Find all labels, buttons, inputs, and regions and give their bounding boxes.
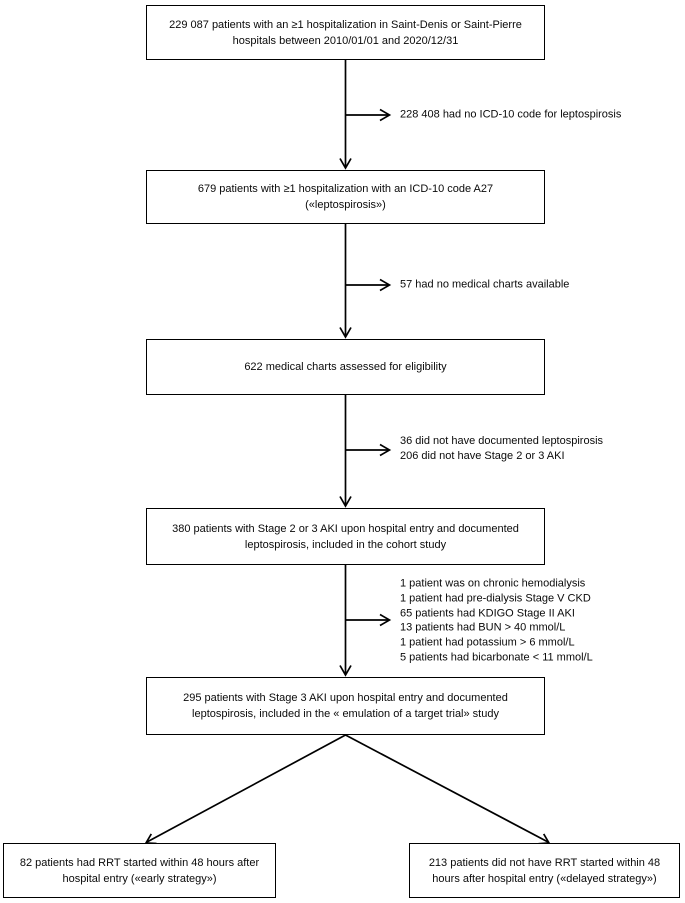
exclusion-line: 206 did not have Stage 2 or 3 AKI bbox=[400, 450, 565, 462]
exclusion-note-2: 57 had no medical charts available bbox=[400, 278, 569, 293]
flow-box-charts-assessed: 622 medical charts assessed for eligibil… bbox=[146, 339, 545, 395]
exclusion-note-4: 1 patient was on chronic hemodialysis 1 … bbox=[400, 577, 593, 666]
exclusion-line: 1 patient had pre-dialysis Stage V CKD bbox=[400, 592, 591, 605]
flow-box-text: 380 patients with Stage 2 or 3 AKI upon … bbox=[172, 522, 519, 551]
flow-box-text: 295 patients with Stage 3 AKI upon hospi… bbox=[183, 692, 508, 720]
split-arrow-early bbox=[144, 734, 346, 845]
exclusion-line: 57 had no medical charts available bbox=[400, 278, 570, 291]
flow-box-total-hospitalizations: 229 087 patients with an ≥1 hospitalizat… bbox=[146, 5, 545, 60]
exclusion-line: 13 patients had BUN > 40 mmol/L bbox=[400, 622, 566, 634]
arrow-box1-to-box2 bbox=[339, 60, 352, 170]
arrow-box4-to-box5 bbox=[339, 565, 352, 677]
flow-box-target-trial: 295 patients with Stage 3 AKI upon hospi… bbox=[146, 677, 545, 735]
flow-box-early-strategy: 82 patients had RRT started within 48 ho… bbox=[3, 843, 276, 898]
flow-box-text: 679 patients with ≥1 hospitalization wit… bbox=[197, 183, 494, 211]
exclusion-note-1: 228 408 had no ICD-10 code for leptospir… bbox=[400, 108, 621, 123]
flow-box-text: 622 medical charts assessed for eligibil… bbox=[244, 361, 447, 373]
exclusion-line: 1 patient was on chronic hemodialysis bbox=[400, 577, 586, 590]
arrow-box3-to-box4 bbox=[339, 395, 352, 508]
exclusion-line: 65 patients had KDIGO Stage II AKI bbox=[400, 607, 575, 620]
branch-arrow-exclusion-2 bbox=[345, 278, 392, 292]
exclusion-line: 228 408 had no ICD-10 code for leptospir… bbox=[400, 108, 622, 121]
exclusion-line: 1 patient had potassium > 6 mmol/L bbox=[400, 636, 575, 649]
flow-box-icd10-a27: 679 patients with ≥1 hospitalization wit… bbox=[146, 170, 545, 224]
exclusion-line: 36 did not have documented leptospirosis bbox=[400, 435, 604, 447]
exclusion-note-3: 36 did not have documented leptospirosis… bbox=[400, 434, 603, 464]
branch-arrow-exclusion-3 bbox=[345, 443, 392, 457]
flow-box-delayed-strategy: 213 patients did not have RRT started wi… bbox=[409, 843, 680, 898]
flow-box-text: 213 patients did not have RRT started wi… bbox=[428, 856, 661, 885]
split-arrow-delayed bbox=[345, 734, 551, 845]
flow-box-text: 229 087 patients with an ≥1 hospitalizat… bbox=[169, 18, 522, 47]
flow-box-text: 82 patients had RRT started within 48 ho… bbox=[19, 856, 260, 885]
branch-arrow-exclusion-4 bbox=[345, 613, 392, 627]
arrow-box2-to-box3 bbox=[339, 224, 352, 339]
exclusion-line: 5 patients had bicarbonate < 11 mmol/L bbox=[400, 651, 593, 664]
branch-arrow-exclusion-1 bbox=[345, 108, 392, 122]
flow-box-cohort-study: 380 patients with Stage 2 or 3 AKI upon … bbox=[146, 508, 545, 565]
